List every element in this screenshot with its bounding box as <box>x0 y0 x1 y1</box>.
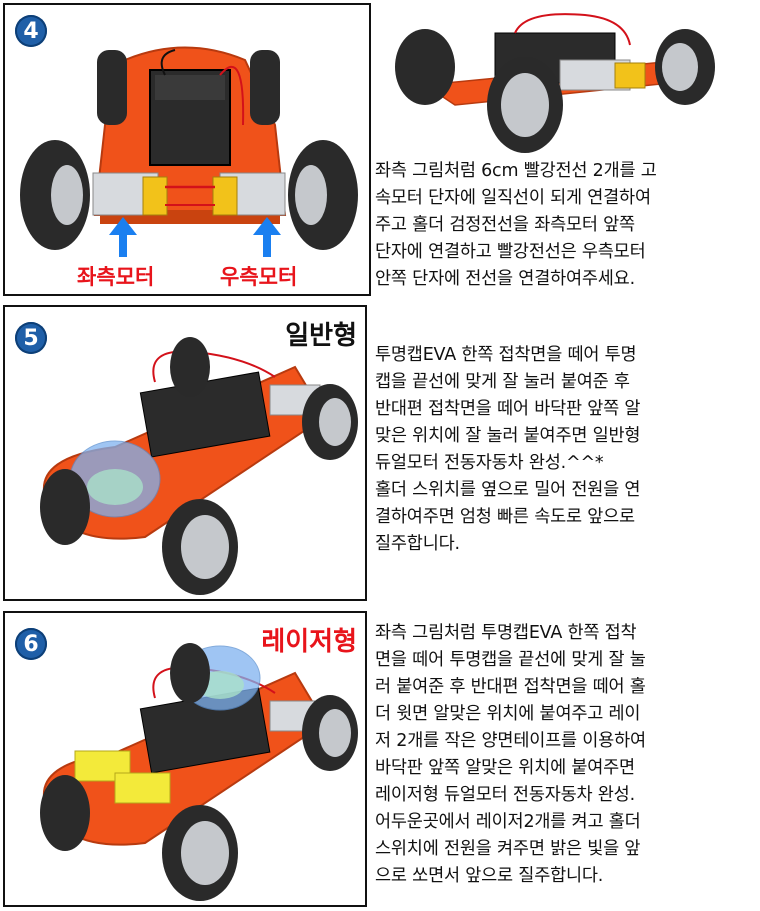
standard-car-illustration <box>40 337 358 595</box>
step-number-badge: 4 <box>15 15 47 47</box>
step-6-image-panel: 6 레이저형 <box>3 611 367 907</box>
car-rear-view-illustration <box>20 46 358 257</box>
car-side-view-illustration <box>395 13 715 153</box>
car-type-label: 레이저형 <box>261 627 357 657</box>
step-number-badge: 5 <box>15 322 47 354</box>
right-motor-label: 우측모터 <box>220 265 298 289</box>
step-5-description: 투명캡EVA 한쪽 접착면을 떼어 투명 캡을 끝선에 맞게 잘 눌러 붙여준 … <box>375 345 641 554</box>
step-number-badge: 6 <box>15 628 47 660</box>
step-4-description: 좌측 그림처럼 6cm 빨강전선 2개를 고 속모터 단자에 일직선이 되게 연… <box>375 161 657 289</box>
left-motor-label: 좌측모터 <box>77 265 155 289</box>
step-4-image-panel: 4 좌측모터 우측모터 <box>3 3 371 296</box>
step-6-description: 좌측 그림처럼 투명캡EVA 한쪽 접착 면을 떼어 투명캡을 끝선에 맞게 잘… <box>375 623 646 886</box>
step-5-image-panel: 5 일반형 <box>3 305 367 601</box>
car-type-label: 일반형 <box>285 321 357 351</box>
laser-car-illustration <box>40 643 358 901</box>
